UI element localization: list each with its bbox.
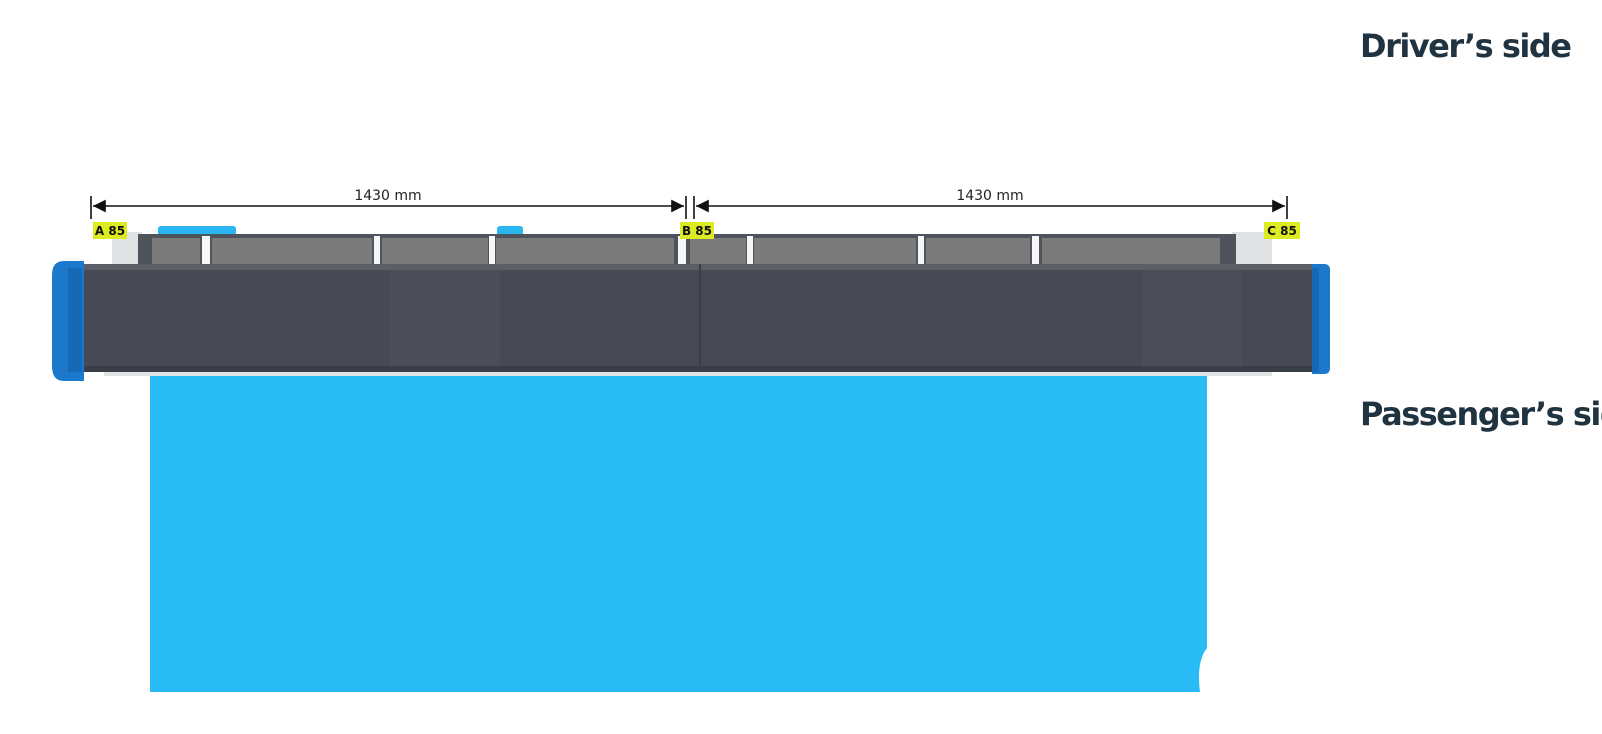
mount-tab bbox=[158, 226, 236, 236]
vehicle-roof bbox=[150, 372, 1207, 692]
rack-bottom-strip bbox=[104, 372, 1272, 376]
passenger-side-label: Passenger’s side bbox=[1360, 395, 1602, 433]
rack-body bbox=[80, 264, 1316, 372]
marker-a: A 85 bbox=[93, 222, 127, 239]
driver-side-label: Driver’s side bbox=[1360, 27, 1572, 65]
dimension-label-b-c: 1430 mm bbox=[956, 188, 1023, 204]
svg-text:C 85: C 85 bbox=[1267, 224, 1297, 238]
svg-text:A 85: A 85 bbox=[95, 224, 125, 238]
marker-b: B 85 bbox=[680, 222, 714, 239]
mount-tab bbox=[497, 226, 523, 236]
dimension-label-a-b: 1430 mm bbox=[354, 188, 421, 204]
marker-c: C 85 bbox=[1264, 222, 1300, 239]
rack-slats bbox=[152, 238, 1220, 265]
crossbar-posts bbox=[202, 236, 1039, 268]
svg-text:B 85: B 85 bbox=[682, 224, 712, 238]
vehicle-roof-corner bbox=[1198, 648, 1207, 692]
